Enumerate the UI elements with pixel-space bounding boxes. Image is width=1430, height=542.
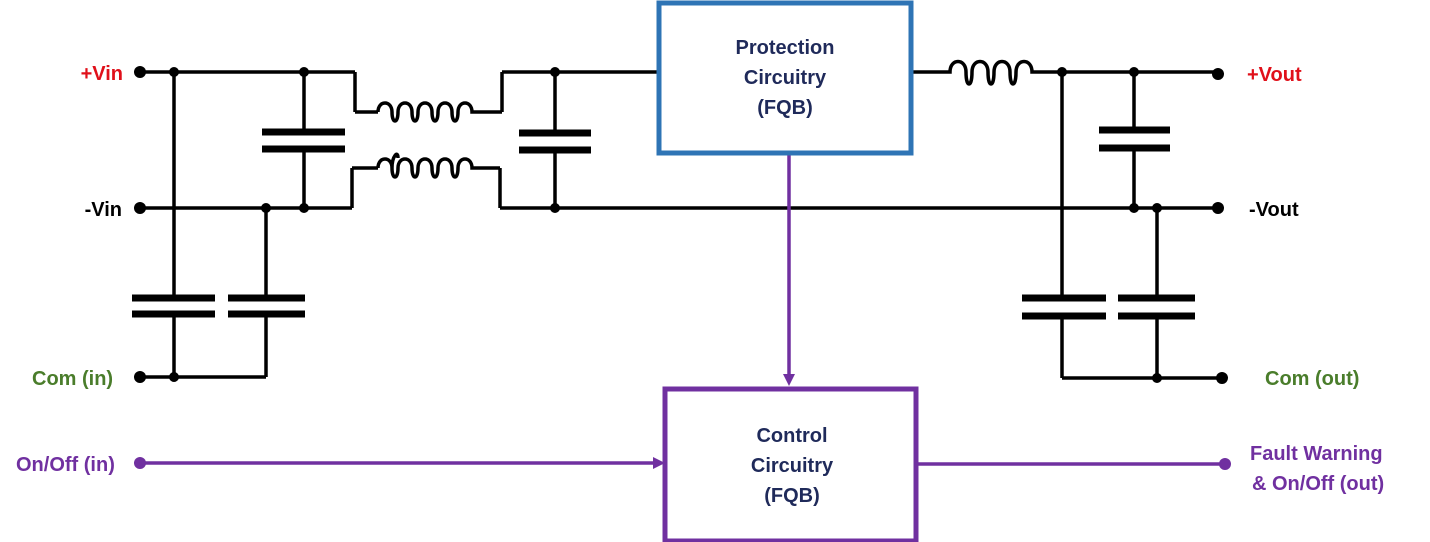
control-box xyxy=(662,386,919,542)
label-vout-pos: +Vout xyxy=(1247,64,1302,86)
label-fault-line1: Fault Warning xyxy=(1250,443,1383,465)
label-onoff-in: On/Off (in) xyxy=(16,454,115,476)
arrow-down xyxy=(783,374,795,386)
label-com-out: Com (out) xyxy=(1265,368,1359,390)
terminal-onoff-in xyxy=(134,457,146,469)
label-vin-neg: -Vin xyxy=(85,199,122,221)
output-inductor xyxy=(936,59,1048,86)
protection-label-3: (FQB) xyxy=(757,97,813,119)
terminal-vout-pos xyxy=(1212,68,1224,80)
protection-box xyxy=(656,0,914,156)
signal-arrows xyxy=(134,374,1231,470)
label-fault-line2: & On/Off (out) xyxy=(1252,473,1384,495)
protection-label-2: Circuitry xyxy=(744,67,827,89)
output-capacitors xyxy=(1022,126,1195,320)
control-label-2: Circuitry xyxy=(751,455,834,477)
control-label-3: (FQB) xyxy=(764,485,820,507)
label-com-in: Com (in) xyxy=(32,368,113,390)
label-vout-neg: -Vout xyxy=(1249,199,1299,221)
input-capacitors xyxy=(132,128,345,318)
terminal-com-out xyxy=(1216,372,1228,384)
signal-wiring xyxy=(140,153,1225,466)
terminal-vin-neg xyxy=(134,202,146,214)
terminal-vin-pos xyxy=(134,66,146,78)
input-wiring xyxy=(140,70,378,379)
terminal-vout-neg xyxy=(1212,202,1224,214)
arrow-right xyxy=(653,457,665,469)
capacitor-x2 xyxy=(519,129,591,154)
terminal-fault-out xyxy=(1219,458,1231,470)
mid-wiring xyxy=(490,70,1218,210)
label-vin-pos: +Vin xyxy=(81,63,123,85)
terminal-com-in xyxy=(134,371,146,383)
junction-dots xyxy=(169,67,1162,383)
terminal-dots xyxy=(134,66,1228,384)
common-mode-choke xyxy=(376,101,490,179)
output-wiring xyxy=(912,59,1222,380)
protection-label-1: Protection xyxy=(736,37,835,59)
control-label-1: Control xyxy=(756,425,827,447)
